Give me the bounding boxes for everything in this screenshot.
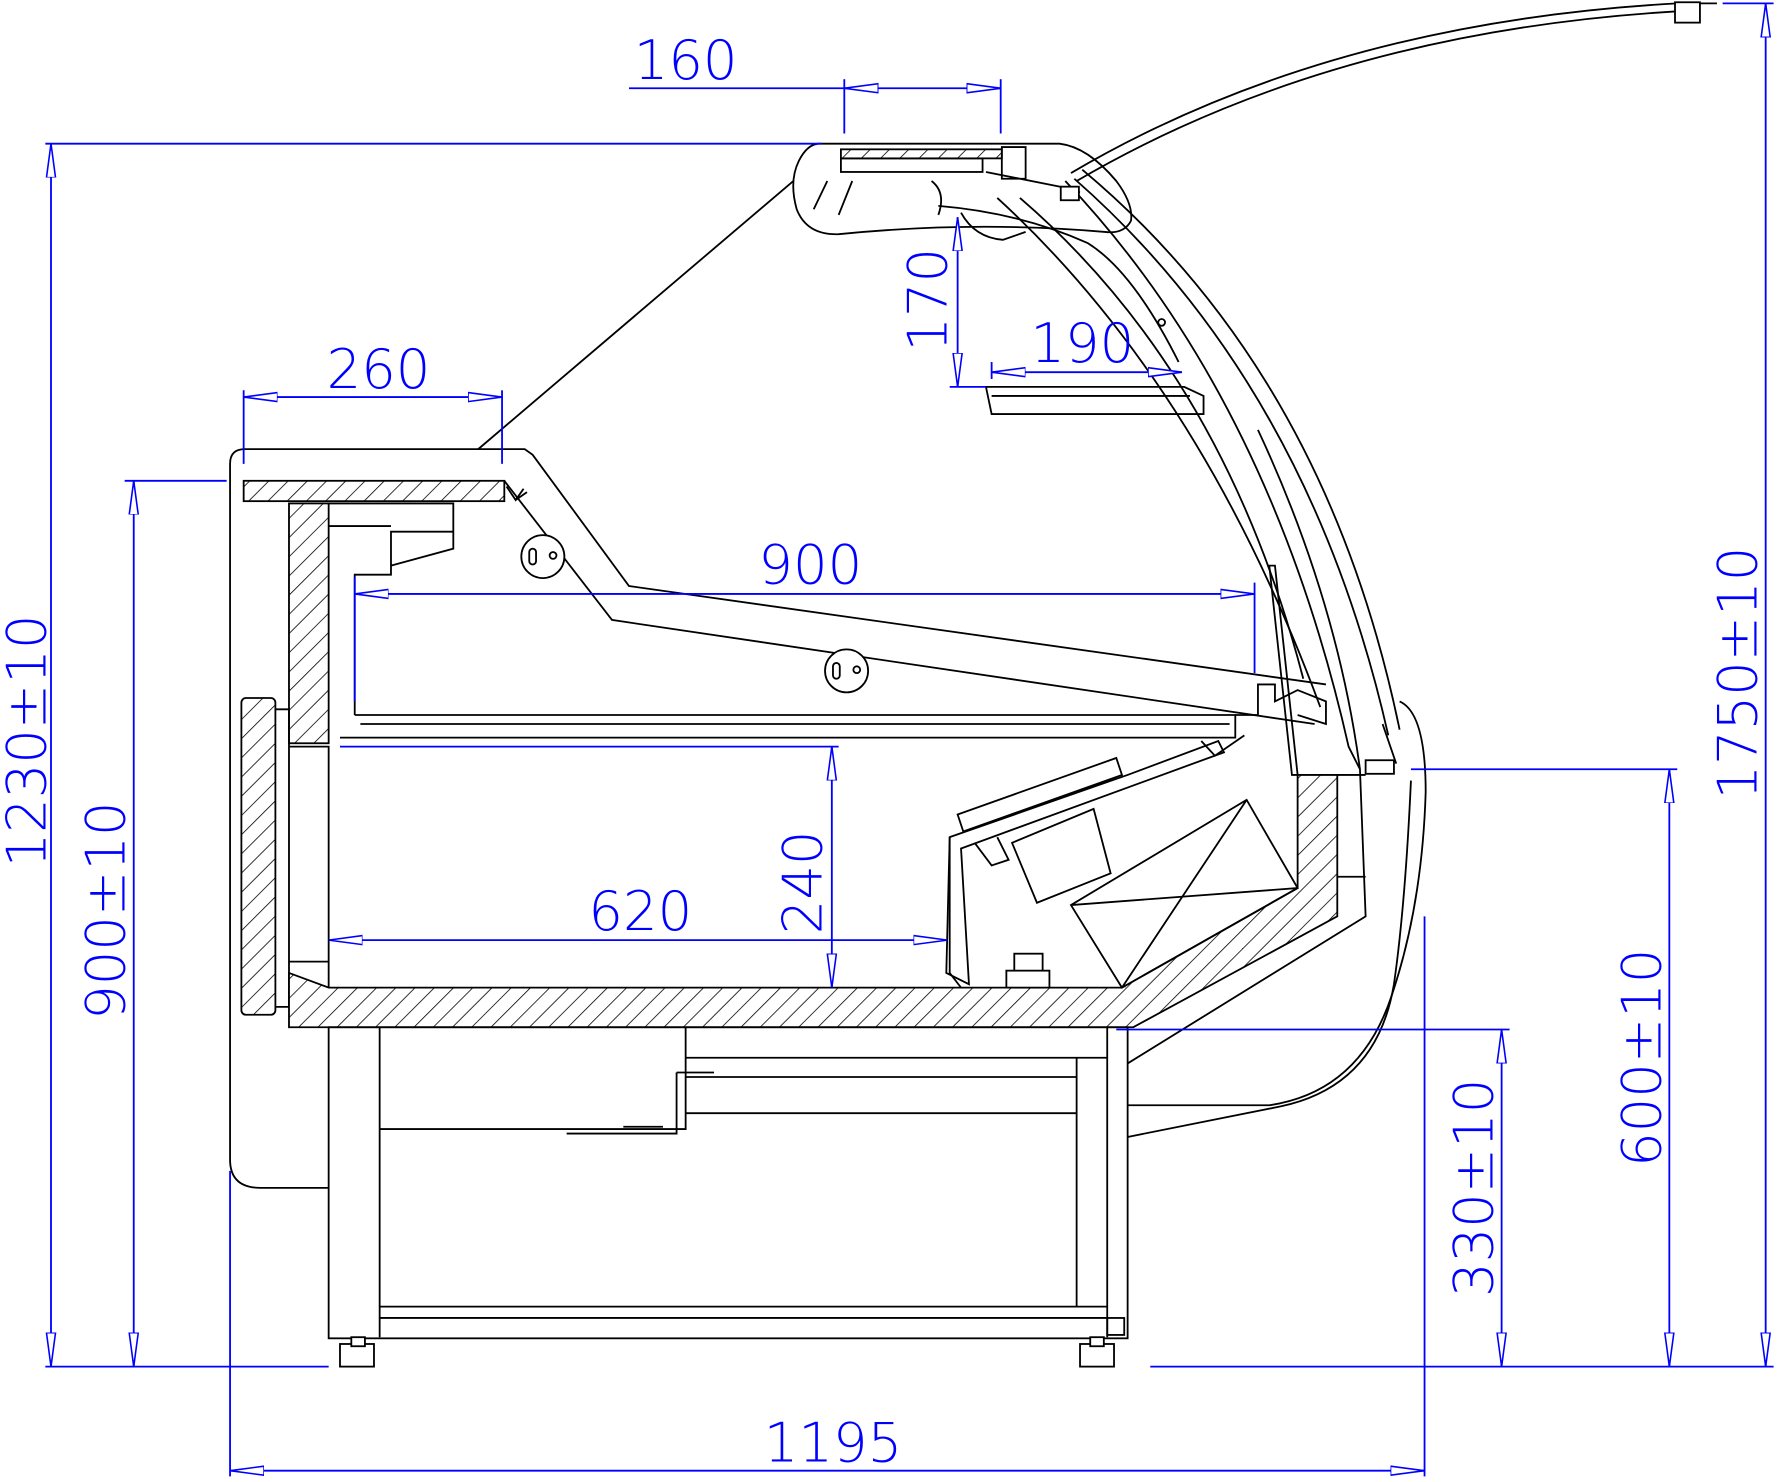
rear-door <box>240 697 277 1016</box>
dim-canopy-depth: 160 <box>634 29 738 92</box>
display-shelf <box>339 714 1237 739</box>
dim-glass-shelf-depth: 190 <box>1030 312 1134 375</box>
dim-front-base-height: 330±10 <box>1443 1079 1506 1297</box>
glass-shelf <box>984 385 1205 415</box>
canopy-profile <box>839 157 984 173</box>
dim-well-height: 240 <box>772 831 835 935</box>
dim-worktop-height: 900±10 <box>75 802 138 1020</box>
lamp-fitting <box>824 648 870 694</box>
dim-top-shelf-depth: 260 <box>327 338 431 401</box>
side-panel <box>229 448 1327 1189</box>
dim-counter-height: 1230±10 <box>0 615 58 868</box>
lamp-fitting <box>520 534 566 579</box>
dim-display-depth: 900 <box>758 534 862 597</box>
dim-overall-height: 1750±10 <box>1707 547 1770 800</box>
sloped-cover <box>503 480 1315 725</box>
front-glass-inner <box>1081 169 1401 730</box>
dim-overall-depth: 1195 <box>764 1412 902 1475</box>
canopy <box>792 142 1133 236</box>
dim-canopy-to-shelf: 170 <box>896 248 959 352</box>
front-glass-outer <box>1070 2 1717 174</box>
base-frame <box>327 1026 1129 1340</box>
rear-glass <box>477 180 794 450</box>
dim-glass-base-height: 600±10 <box>1610 949 1673 1167</box>
dim-well-depth: 620 <box>588 880 692 943</box>
top-shelf <box>242 479 506 503</box>
tray <box>945 739 1226 986</box>
counter-drawing <box>229 1 1717 1368</box>
canopy-light <box>839 148 1003 160</box>
rear-wall-upper <box>288 502 330 745</box>
feet <box>339 1336 1115 1368</box>
evaporator <box>1069 798 1299 989</box>
front-panel <box>1127 700 1427 1107</box>
